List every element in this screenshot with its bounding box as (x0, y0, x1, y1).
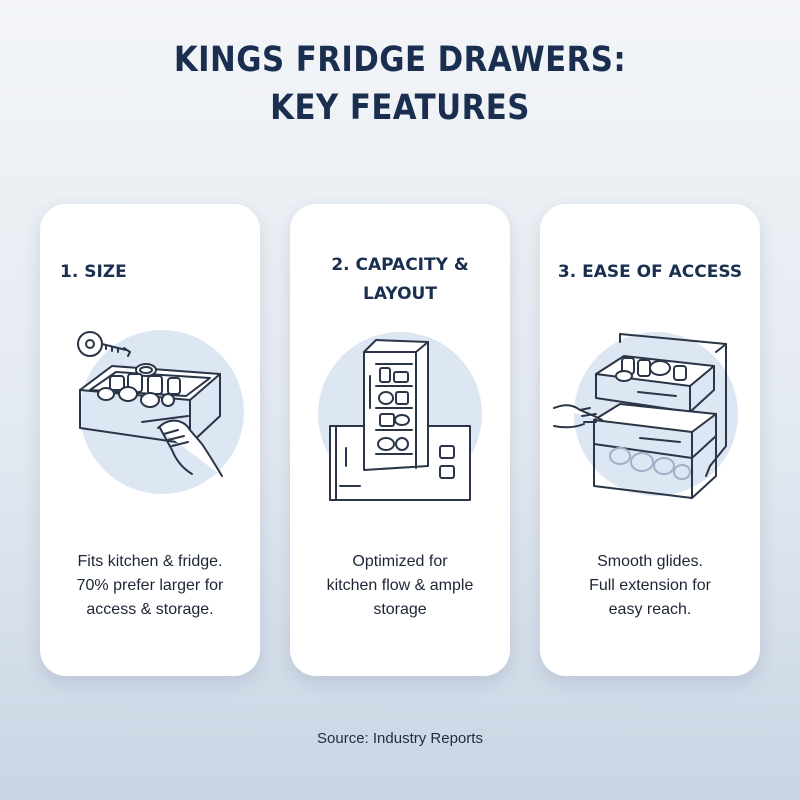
feature-card-title-line: 3. EASE OF ACCESS (557, 262, 743, 282)
feature-card-title-line: 2. CAPACITY & (331, 255, 469, 275)
feature-card-text-line: 70% prefer larger for (76, 577, 224, 594)
page-title: KINGS FRIDGE DRAWERS: KEY FEATURES (48, 36, 752, 132)
fridge-in-kitchen-icon (318, 332, 482, 501)
feature-card-title: 2. CAPACITY & LAYOUT (290, 251, 510, 309)
feature-card-size: 1. SIZE Fits kitchen & fridge. 70% (40, 204, 260, 676)
feature-card-text-line: access & storage. (86, 601, 214, 618)
feature-card-title-line: 1. SIZE (60, 262, 127, 282)
feature-card-text-line: Fits kitchen & fridge. (77, 553, 223, 570)
source-note: Source: Industry Reports (317, 730, 483, 747)
feature-card-title: 3. EASE OF ACCESS (540, 258, 760, 287)
feature-card-title: 1. SIZE (60, 258, 280, 287)
feature-card-description: Fits kitchen & fridge. 70% prefer larger… (50, 550, 250, 622)
drawer-with-tape-measure-icon (77, 330, 244, 494)
sliding-drawers-icon (553, 332, 738, 499)
feature-card-text-line: easy reach. (608, 601, 692, 618)
feature-card-ease-of-access: 3. EASE OF ACCESS (540, 204, 760, 676)
feature-card-text-line: kitchen flow & ample (326, 577, 474, 594)
feature-card-text-line: Optimized for (352, 553, 448, 570)
page-title-line-1: KINGS FRIDGE DRAWERS: (173, 40, 627, 80)
feature-card-capacity: 2. CAPACITY & LAYOUT Optimized for k (290, 204, 510, 676)
feature-card-description: Optimized for kitchen flow & ample stora… (300, 550, 500, 622)
feature-card-text-line: Smooth glides. (597, 553, 703, 570)
feature-card-text-line: storage (373, 601, 427, 618)
feature-card-text-line: Full extension for (589, 577, 711, 594)
feature-card-title-line: LAYOUT (363, 284, 437, 304)
page-title-line-2: KEY FEATURES (270, 88, 530, 128)
feature-card-description: Smooth glides. Full extension for easy r… (550, 550, 750, 622)
